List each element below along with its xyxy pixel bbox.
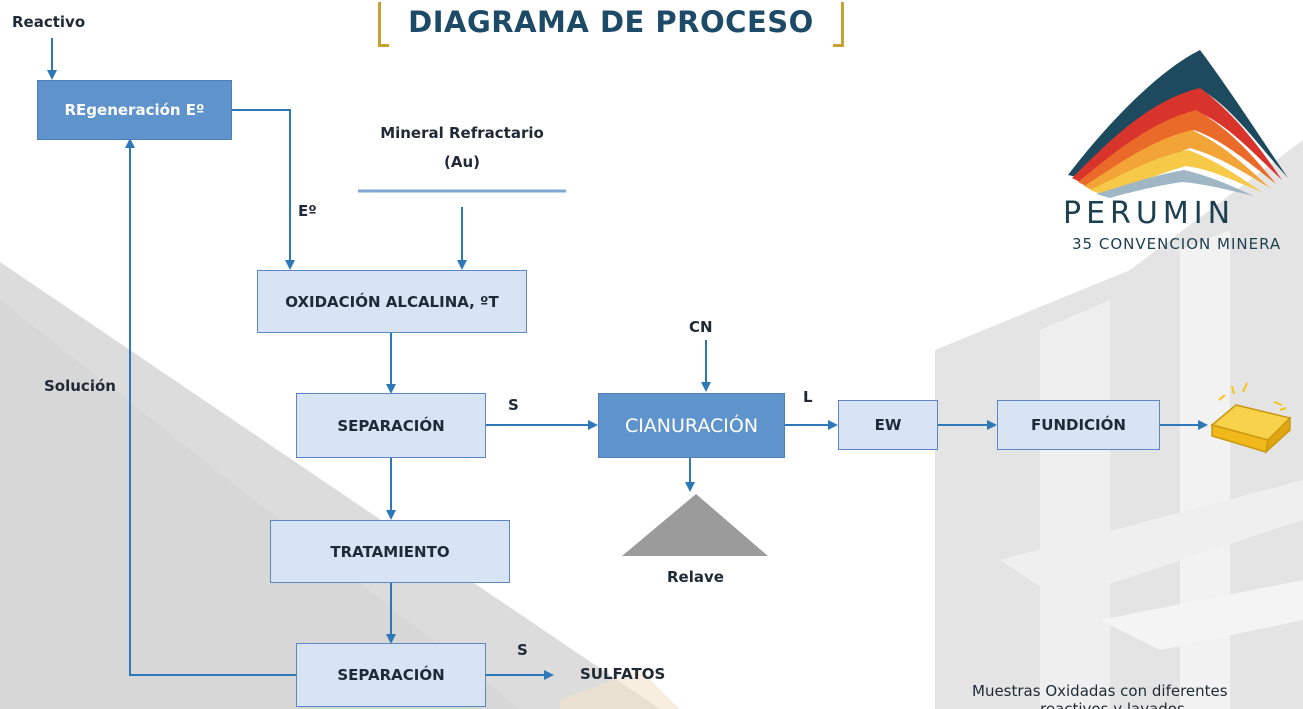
brand-subtitle: 35 CONVENCION MINERA [1072,235,1282,253]
label-sulfatos: SULFATOS [580,665,666,683]
footnote-line1: Muestras Oxidadas con diferentes [972,682,1228,700]
node-fundicion: FUNDICIÓN [997,400,1160,450]
node-regeneracion: REgeneración Eº [37,80,232,140]
label-reactivo: Reactivo [12,13,86,31]
label-s-bottom: S [517,641,528,659]
title-bracket-right [833,2,844,47]
node-separacion-1: SEPARACIÓN [296,393,486,458]
node-ew: EW [838,400,938,450]
page-title: DIAGRAMA DE PROCESO [408,5,814,39]
label-cn: CN [689,318,713,336]
node-oxidacion: OXIDACIÓN ALCALINA, ºT [257,270,527,333]
label-mineral-line1: Mineral Refractario [380,124,544,142]
node-cianuracion: CIANURACIÓN [598,393,785,458]
label-l: L [803,388,813,406]
title-bracket-left [378,2,389,47]
title-block: DIAGRAMA DE PROCESO [378,0,844,47]
footnote-line2: reactivos y lavados [1040,700,1185,709]
label-e-grado: Eº [298,202,317,220]
label-mineral-line2: (Au) [444,153,480,171]
label-s-top: S [508,396,519,414]
node-tratamiento: TRATAMIENTO [270,520,510,583]
node-separacion-2: SEPARACIÓN [296,643,486,707]
label-solucion: Solución [44,377,116,395]
brand-name: PERUMIN [1063,196,1236,231]
label-relave: Relave [667,568,724,586]
